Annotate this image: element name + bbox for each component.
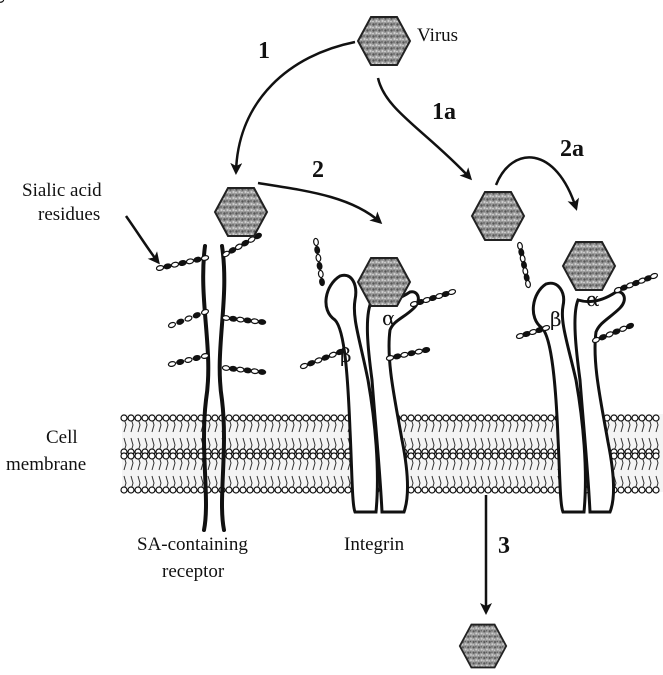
arrow-step-2 xyxy=(258,183,380,222)
step-1-label: 1 xyxy=(258,38,270,64)
beta-subunit-label: β xyxy=(340,343,352,367)
virus-icon-on-receptor xyxy=(215,188,267,236)
sialic-acid-label-line2: residues xyxy=(38,204,100,225)
step-2-label: 2 xyxy=(312,157,324,183)
alpha-subunit-label: α xyxy=(382,306,396,330)
step-3-label: 3 xyxy=(498,533,510,559)
sa-receptor-label-line1: SA-containing xyxy=(137,534,248,555)
sialic-acid-label-line1: Sialic acid xyxy=(22,180,102,201)
arrow-sialic-pointer xyxy=(126,216,158,262)
arrow-step-1a xyxy=(378,78,470,178)
virus-icon-1a xyxy=(472,192,524,240)
virus-icon-on-integrin-2 xyxy=(563,242,615,290)
beta-subunit-label-2: β xyxy=(550,307,562,331)
step-1a-label: 1a xyxy=(432,99,456,125)
cell-membrane-label-line1: Cell xyxy=(46,427,78,448)
virus-icon-internalized xyxy=(460,625,506,668)
sa-receptor-label-line2: receptor xyxy=(162,561,225,582)
arrow-step-1 xyxy=(236,42,355,172)
integrin-label: Integrin xyxy=(344,534,405,555)
step-2a-label: 2a xyxy=(560,136,584,162)
virus-label: Virus xyxy=(417,25,458,46)
virus-icon-top xyxy=(358,17,410,65)
cell-membrane-label-line2: membrane xyxy=(6,454,86,475)
